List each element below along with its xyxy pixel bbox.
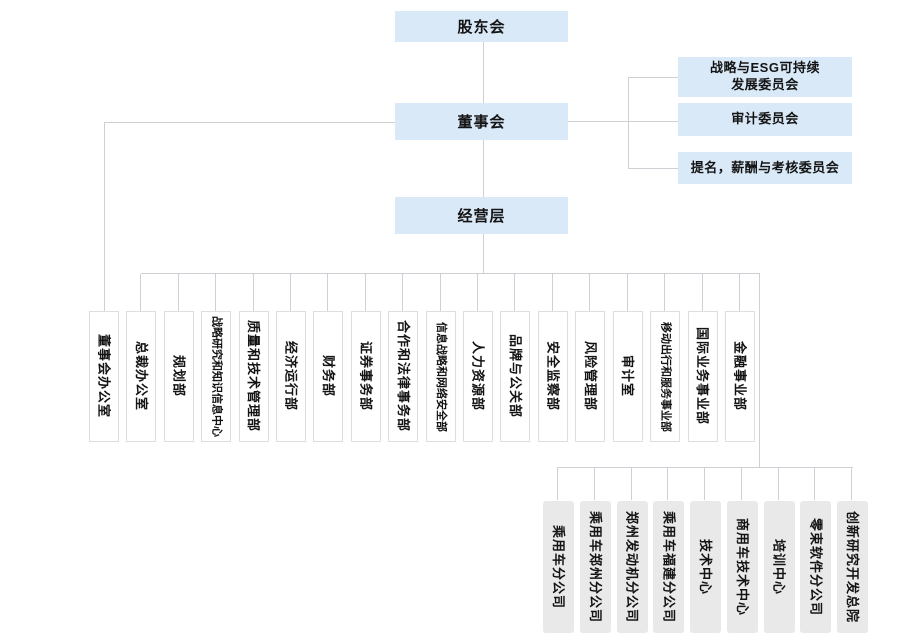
- department-label: 国际业务事业部: [695, 327, 710, 426]
- department-safety-supervision: 安全监察部: [537, 274, 568, 442]
- connector-shareholders-board: [483, 42, 484, 103]
- connector-subsidiaries-bus: [558, 467, 853, 468]
- connector-committee3-stub: [628, 168, 678, 169]
- subsidiary-label: 零束软件分公司: [808, 517, 824, 616]
- department-quality-technology: 质量和技术管理部: [238, 274, 269, 442]
- subsidiary-label: 创新研究开发总院: [845, 510, 860, 623]
- node-shareholders-label: 股东会: [457, 19, 506, 36]
- subsidiary-passenger-zhengzhou: 乘用车郑州分公司: [579, 467, 611, 633]
- subsidiary-innovation-rd-institute: 创新研究开发总院: [837, 467, 868, 633]
- subsidiary-passenger-vehicle: 乘用车分公司: [543, 467, 574, 633]
- department-info-cybersecurity: 信息战略和网络安全部: [425, 274, 456, 442]
- committee-audit-label: 审计委员会: [731, 111, 799, 127]
- department-label: 证券事务部: [358, 341, 374, 412]
- department-label: 人力资源部: [470, 341, 486, 412]
- department-label: 合作和法律事务部: [395, 320, 411, 433]
- connector-board-office-drop: [104, 122, 105, 311]
- department-human-resources: 人力资源部: [463, 274, 494, 442]
- committee-strategy-esg-line2: 发展委员会: [731, 77, 799, 92]
- department-label: 审计室: [620, 355, 636, 398]
- department-label: 移动出行和服务事业部: [659, 321, 672, 432]
- subsidiary-label: 乘用车分公司: [551, 524, 566, 609]
- connector-departments-bus: [141, 273, 759, 274]
- department-label: 董事会办公室: [96, 334, 112, 419]
- department-board-office: 董事会办公室: [89, 311, 119, 442]
- committee-nomination-remuneration: 提名，薪酬与考核委员会: [678, 152, 852, 184]
- node-shareholders: 股东会: [395, 11, 568, 42]
- connector-board-left: [104, 122, 395, 123]
- subsidiary-passenger-fujian: 乘用车福建分公司: [653, 467, 685, 633]
- department-president-office: 总裁办公室: [126, 274, 157, 442]
- connector-board-management: [483, 140, 484, 197]
- department-securities-affairs: 证券事务部: [350, 274, 381, 442]
- node-board: 董事会: [395, 103, 568, 140]
- department-cooperation-legal: 合作和法律事务部: [388, 274, 419, 442]
- node-management-label: 经营层: [457, 208, 506, 225]
- department-mobility-services: 移动出行和服务事业部: [650, 274, 681, 442]
- subsidiary-zone-software: 零束软件分公司: [800, 467, 832, 633]
- department-finance: 财务部: [313, 274, 344, 442]
- committee-audit: 审计委员会: [678, 103, 852, 136]
- department-label: 品牌与公关部: [507, 334, 523, 419]
- department-label: 经济运行部: [283, 341, 299, 412]
- node-management: 经营层: [395, 197, 568, 234]
- department-label: 风险管理部: [582, 341, 598, 412]
- department-row: 董事会办公室 总裁办公室 规划部 战略研究和知识信息中心 质量和技术管理部 经济…: [89, 274, 755, 442]
- department-label: 总裁办公室: [133, 341, 149, 412]
- connector-management-drop: [483, 234, 484, 274]
- department-audit-office: 审计室: [612, 274, 643, 442]
- node-board-label: 董事会: [457, 114, 506, 131]
- department-planning: 规划部: [163, 274, 194, 442]
- subsidiary-row: 乘用车分公司 乘用车郑州分公司 郑州发动机分公司 乘用车福建分公司 技术中心 商…: [543, 467, 868, 633]
- department-international: 国际业务事业部: [687, 274, 718, 442]
- department-label: 信息战略和网络安全部: [435, 321, 448, 432]
- subsidiary-technical-center: 技术中心: [690, 467, 721, 633]
- subsidiary-label: 培训中心: [771, 538, 787, 595]
- subsidiary-commercial-tech-center: 商用车技术中心: [726, 467, 758, 633]
- connector-subsidiaries-drop: [759, 273, 760, 468]
- committee-strategy-esg-line1: 战略与ESG可持续: [710, 60, 820, 76]
- committee-strategy-esg: 战略与ESG可持续 发展委员会: [678, 57, 852, 97]
- department-brand-pr: 品牌与公关部: [500, 274, 531, 442]
- department-strategy-research: 战略研究和知识信息中心: [201, 274, 232, 442]
- subsidiary-label: 技术中心: [698, 538, 713, 595]
- department-label: 财务部: [320, 355, 336, 398]
- subsidiary-label: 郑州发动机分公司: [624, 510, 640, 623]
- subsidiary-training-center: 培训中心: [763, 467, 795, 633]
- subsidiary-zhengzhou-engine: 郑州发动机分公司: [616, 467, 648, 633]
- department-label: 战略研究和知识信息中心: [210, 316, 223, 437]
- subsidiary-label: 商用车技术中心: [734, 517, 750, 616]
- department-economic-operation: 经济运行部: [276, 274, 307, 442]
- committee-nomination-remuneration-label: 提名，薪酬与考核委员会: [690, 159, 840, 175]
- department-label: 质量和技术管理部: [246, 320, 262, 433]
- connector-board-right: [568, 121, 678, 122]
- subsidiary-label: 乘用车郑州分公司: [587, 510, 603, 623]
- connector-committee1-stub: [628, 77, 678, 78]
- department-risk-management: 风险管理部: [575, 274, 606, 442]
- connector-committee-bracket: [628, 77, 629, 169]
- department-label: 安全监察部: [545, 341, 561, 412]
- department-financial-business: 金融事业部: [724, 274, 755, 442]
- department-label: 规划部: [171, 355, 187, 398]
- department-label: 金融事业部: [732, 341, 748, 412]
- subsidiary-label: 乘用车福建分公司: [661, 510, 677, 623]
